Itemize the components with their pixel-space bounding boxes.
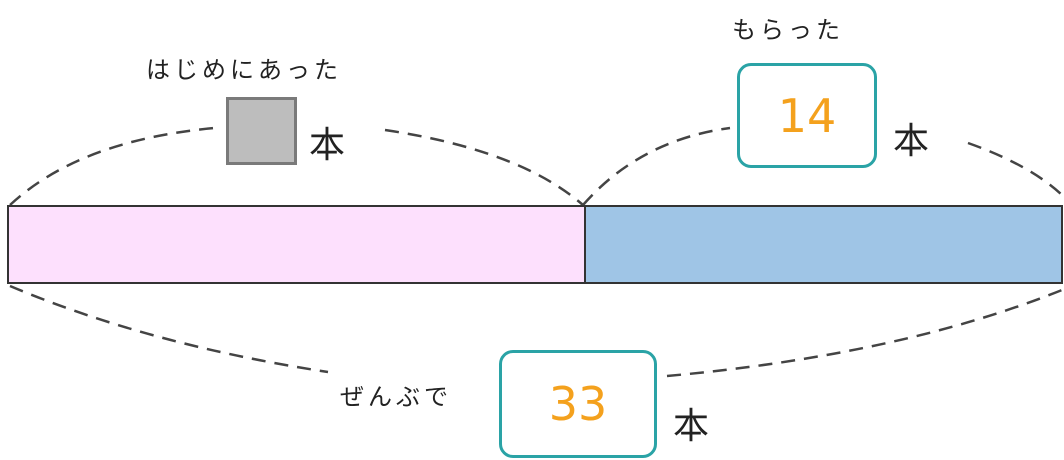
label-initial: はじめにあった [146, 56, 342, 84]
received-value: 14 [777, 88, 837, 143]
brace-initial-left [9, 126, 216, 206]
brace-received-right [967, 141, 1063, 196]
label-received: もらった [732, 16, 844, 44]
unknown-amount-box [226, 97, 297, 165]
brace-total-right [666, 288, 1063, 378]
brace-received-left [582, 126, 731, 206]
received-value-box: 14 [737, 63, 877, 168]
segment-initial [7, 205, 586, 284]
total-value: 33 [548, 377, 608, 431]
unit-total: 本 [673, 406, 710, 447]
brace-total-left [9, 284, 329, 374]
label-total: ぜんぶで [340, 383, 452, 411]
brace-initial-right [384, 128, 584, 206]
total-value-box: 33 [499, 350, 657, 458]
segment-received [584, 205, 1063, 284]
unit-received: 本 [893, 121, 930, 162]
unit-initial: 本 [309, 125, 346, 166]
